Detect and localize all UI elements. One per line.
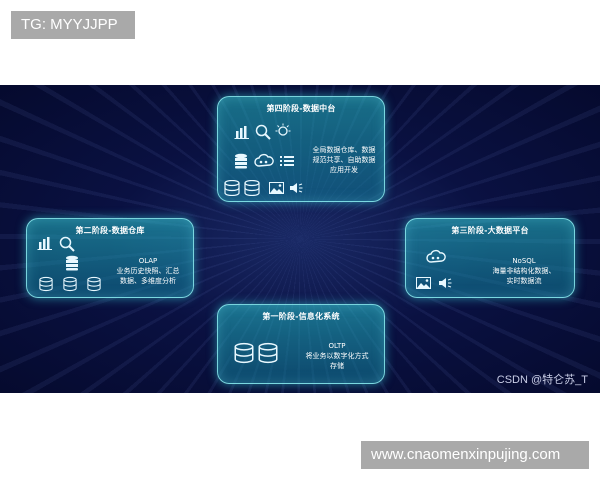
database-icon: [87, 276, 101, 292]
stage-2-line-3: 数据、多维度分析: [120, 277, 176, 285]
stage-1-desc: OLTP 将业务以数字化方式 存储: [294, 341, 380, 371]
stage-1-card: 第一阶段-信息化系统 OLTP 将业务以数字化方式 存储: [217, 304, 385, 384]
stage-3-title: 第三阶段-大数据平台: [451, 226, 529, 235]
image-icon: [269, 182, 284, 194]
top-left-tag: TG: MYYJJPP: [11, 11, 135, 39]
stage-2-line-1: OLAP: [138, 257, 158, 265]
stage-1-line-3: 存储: [330, 362, 344, 370]
list-icon: [280, 156, 294, 166]
lightbulb-icon: [275, 123, 291, 136]
stage-4-desc: 全局数据仓库、数据 规范共享、自助数据 应用开发: [304, 145, 384, 175]
bar-chart-icon: [234, 126, 249, 139]
stage-3-desc: NoSQL 海量非结构化数据、 实时数据流: [478, 256, 570, 286]
diagram-panel: 第四阶段-数据中台 全局数据仓库、数据: [0, 85, 600, 393]
stage-1-title: 第一阶段-信息化系统: [262, 312, 340, 321]
stage-4-title: 第四阶段-数据中台: [266, 104, 336, 113]
speaker-icon: [290, 183, 303, 193]
bottom-right-tag: www.cnaomenxinpujing.com: [361, 441, 589, 469]
stage-4-card: 第四阶段-数据中台 全局数据仓库、数据: [217, 96, 385, 202]
stage-3-line-1: NoSQL: [512, 257, 536, 265]
stage-3-line-3: 实时数据流: [506, 277, 542, 285]
database-icon: [244, 180, 260, 196]
stage-2-card: 第二阶段-数据仓库 OLAP 业务历史快照、汇总 数据、多维度分析: [26, 218, 194, 298]
search-chart-icon: [59, 236, 75, 252]
database-icon: [234, 342, 254, 364]
stage-2-desc: OLAP 业务历史快照、汇总 数据、多维度分析: [107, 256, 189, 286]
stage-2-title: 第二阶段-数据仓库: [75, 226, 145, 235]
stage-3-line-2: 海量非结构化数据、: [492, 267, 556, 275]
stage-4-line-1: 全局数据仓库、数据: [312, 146, 376, 154]
database-icon: [66, 255, 78, 271]
stage-4-line-2: 规范共享、自助数据: [312, 156, 376, 164]
csdn-watermark: CSDN @特仑苏_T: [496, 374, 588, 386]
database-icon: [258, 342, 278, 364]
search-chart-icon: [255, 124, 271, 140]
stage-1-line-2: 将业务以数字化方式: [305, 352, 369, 360]
stage-1-line-1: OLTP: [328, 342, 346, 350]
image-icon: [416, 277, 431, 289]
database-icon: [39, 276, 53, 292]
database-icon: [63, 276, 77, 292]
bar-chart-icon: [37, 237, 52, 250]
stage-4-line-3: 应用开发: [330, 166, 358, 174]
cloud-icon: [254, 153, 274, 167]
stage-2-line-2: 业务历史快照、汇总: [116, 267, 180, 275]
cloud-icon: [426, 249, 446, 263]
database-icon: [224, 180, 240, 196]
stage-3-card: 第三阶段-大数据平台 NoSQL 海量非结构化数据、 实时数据流: [405, 218, 575, 298]
speaker-icon: [439, 278, 452, 288]
database-icon: [235, 153, 247, 169]
